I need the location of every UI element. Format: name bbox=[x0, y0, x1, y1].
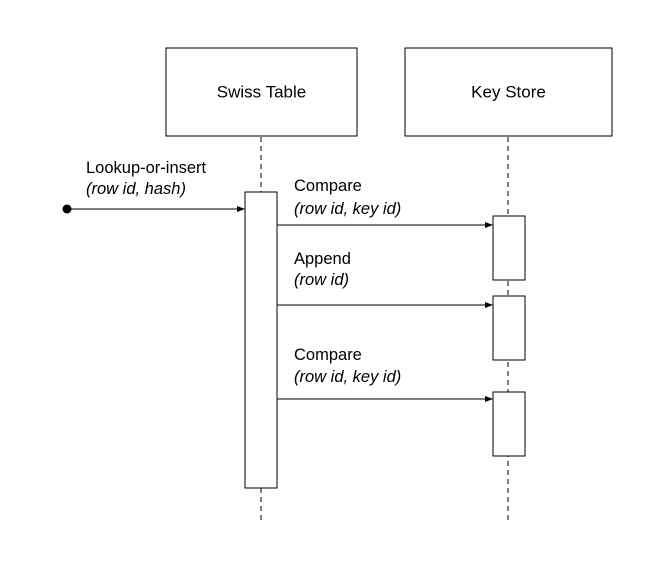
message-params-append: (row id) bbox=[294, 271, 349, 289]
activation-key-store-append bbox=[492, 295, 526, 361]
message-label-compare-1: Compare bbox=[294, 177, 362, 195]
message-params-lookup-or-insert: (row id, hash) bbox=[86, 180, 186, 198]
participant-label-key-store: Key Store bbox=[471, 82, 546, 101]
activation-swiss-table bbox=[244, 191, 278, 489]
message-label-compare-2: Compare bbox=[294, 346, 362, 364]
message-label-append: Append bbox=[294, 250, 351, 268]
message-compare-2: Compare (row id, key id) bbox=[277, 346, 493, 402]
activation-key-store-compare-2 bbox=[492, 391, 526, 457]
message-lookup-or-insert: Lookup-or-insert (row id, hash) bbox=[62, 159, 245, 214]
participant-box-key-store bbox=[404, 47, 613, 137]
message-compare-1: Compare (row id, key id) bbox=[277, 177, 493, 228]
message-label-lookup-or-insert: Lookup-or-insert bbox=[86, 159, 207, 177]
message-append: Append (row id) bbox=[277, 250, 493, 308]
participant-label-swiss-table: Swiss Table bbox=[217, 82, 306, 101]
activation-key-store-compare-1 bbox=[492, 215, 526, 281]
message-params-compare-1: (row id, key id) bbox=[294, 200, 401, 218]
participant-box-swiss-table bbox=[165, 47, 358, 137]
message-params-compare-2: (row id, key id) bbox=[294, 368, 401, 386]
participant-key-store: Key Store bbox=[404, 47, 613, 137]
participant-swiss-table: Swiss Table bbox=[165, 47, 358, 137]
